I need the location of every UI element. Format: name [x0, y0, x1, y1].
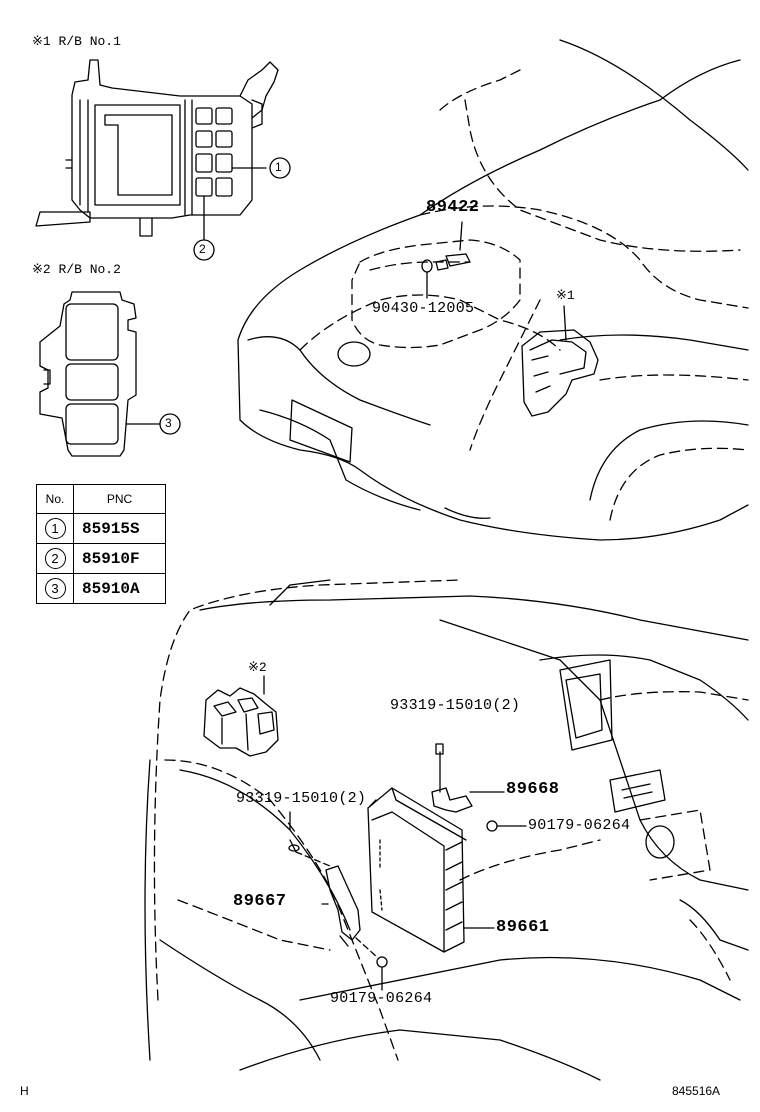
interior-dash-drawing	[144, 579, 749, 1081]
callout-circle-3	[159, 413, 181, 435]
pnc-table: No. PNC 1 85915S 2 85910F 3 85910A	[36, 484, 166, 604]
rb1-note-label: ※1 R/B No.1	[32, 34, 121, 49]
table-row: 3 85910A	[36, 573, 166, 604]
relay-block-2-drawing	[39, 291, 161, 457]
callout-circle-2	[193, 239, 215, 261]
callout-circle-1	[269, 157, 291, 179]
header-no: No.	[36, 484, 74, 514]
row-number-circle: 3	[44, 578, 66, 599]
row-number-circle: 1	[44, 518, 66, 539]
callout-1-number: 1	[275, 160, 282, 174]
pnc-table-header: No. PNC	[36, 484, 166, 514]
pnc-value[interactable]: 85910A	[73, 573, 166, 604]
pnc-value[interactable]: 85910F	[73, 543, 166, 574]
callout-3-number: 3	[165, 416, 172, 430]
mark-2-label: ※2	[248, 660, 267, 675]
row-number-circle: 2	[44, 548, 66, 569]
table-row: 2 85910F	[36, 543, 166, 574]
part-number-89661[interactable]: 89661	[496, 918, 550, 937]
engine-compartment-drawing	[237, 39, 749, 541]
part-number-93319-15010-left[interactable]: 93319-15010(2)	[236, 790, 367, 807]
pnc-value[interactable]: 85915S	[73, 513, 166, 544]
part-number-89668[interactable]: 89668	[506, 780, 560, 799]
part-number-90179-06264-bottom[interactable]: 90179-06264	[330, 990, 433, 1007]
footer-left-code: H	[20, 1084, 29, 1098]
part-number-89422[interactable]: 89422	[426, 198, 480, 217]
part-number-90179-06264-right[interactable]: 90179-06264	[528, 817, 631, 834]
part-number-90430-12005[interactable]: 90430-12005	[372, 300, 475, 317]
part-number-93319-15010-top[interactable]: 93319-15010(2)	[390, 697, 521, 714]
part-number-89667[interactable]: 89667	[233, 892, 287, 911]
footer-illustration-number: 845516A	[672, 1084, 721, 1098]
table-row: 1 85915S	[36, 513, 166, 544]
callout-2-number: 2	[199, 242, 206, 256]
rb2-note-label: ※2 R/B No.2	[32, 262, 121, 277]
relay-block-1-drawing	[35, 59, 279, 241]
mark-1-label: ※1	[556, 288, 575, 303]
header-pnc: PNC	[73, 484, 166, 514]
